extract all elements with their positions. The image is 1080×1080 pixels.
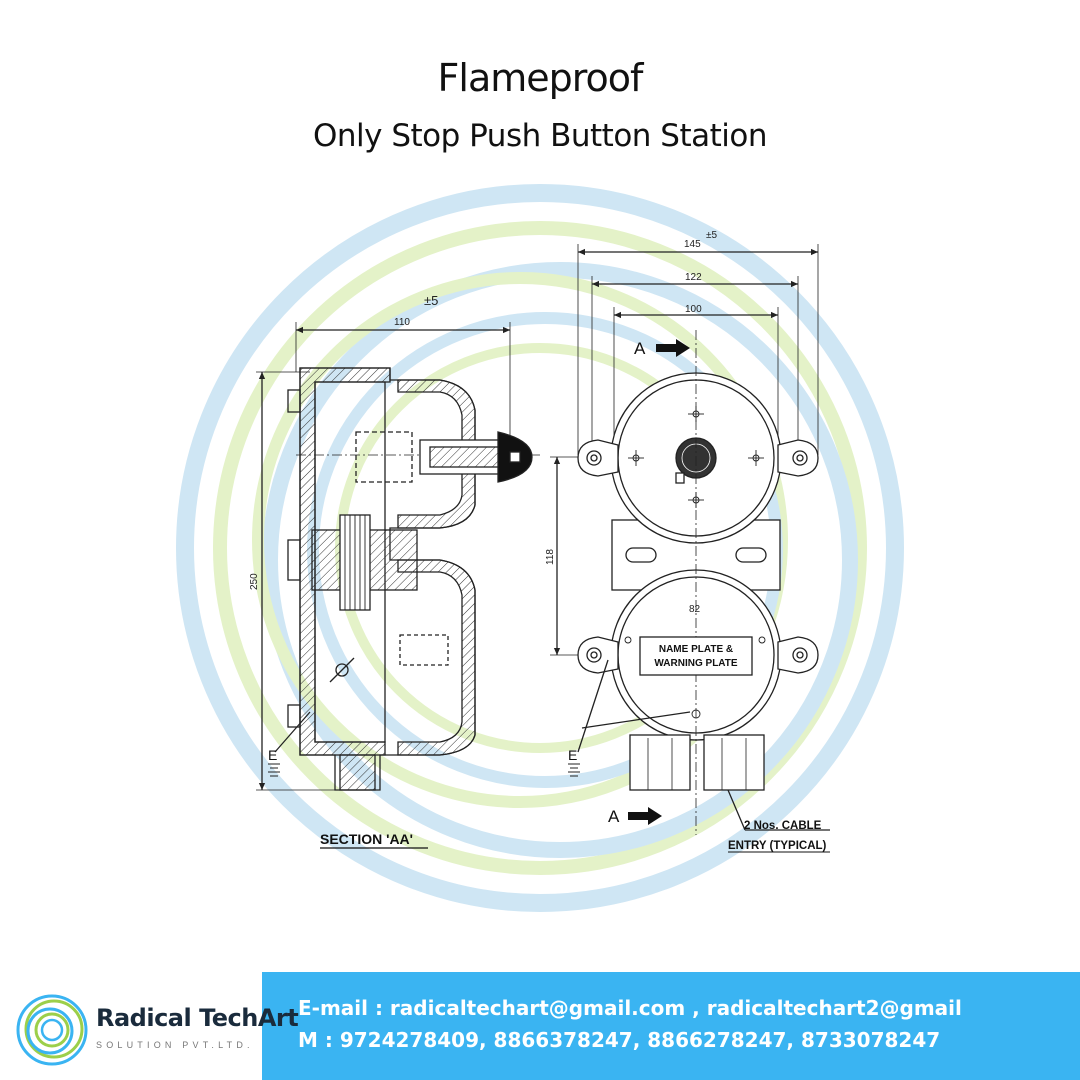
brand-tagline: SOLUTION PVT.LTD. — [96, 1040, 254, 1050]
dim-tol-side: ±5 — [424, 293, 438, 308]
dim-110: 110 — [394, 317, 410, 328]
section-arrows — [628, 339, 690, 825]
section-view — [256, 322, 540, 791]
contact-email: E-mail : radicaltechart@gmail.com , radi… — [298, 996, 962, 1020]
dim-122: 122 — [685, 272, 702, 283]
watermark-rings — [176, 184, 904, 912]
contact-mobile: M : 9724278409, 8866378247, 8866278247, … — [298, 1028, 941, 1052]
brand-name: Radical TechArt — [96, 1004, 299, 1032]
contact-bar — [262, 972, 1080, 1080]
name-plate-line2: WARNING PLATE — [654, 658, 737, 669]
dim-100: 100 — [685, 304, 702, 315]
earth-label-left: E — [268, 747, 277, 763]
front-view — [550, 244, 830, 835]
earth-symbol-right — [568, 763, 580, 777]
dim-tol-front: ±5 — [706, 230, 717, 241]
dim-118: 118 — [545, 549, 556, 565]
page-subtitle: Only Stop Push Button Station — [312, 118, 768, 154]
dim-145: 145 — [684, 239, 701, 250]
earth-label-right: E — [568, 747, 577, 763]
page-title: Flameproof — [437, 56, 644, 100]
earth-symbol-left — [268, 763, 280, 777]
section-marker-bottom: A — [608, 807, 620, 826]
cable-entry-line2: ENTRY (TYPICAL) — [728, 840, 827, 852]
name-plate-line1: NAME PLATE & — [659, 644, 733, 655]
brand-logo-icon — [16, 994, 88, 1066]
section-title: SECTION 'AA' — [320, 831, 413, 847]
technical-drawing: ±5 145 122 100 118 82 ±5 110 250 A A E E… — [176, 184, 904, 912]
section-marker-top: A — [634, 339, 646, 358]
dim-82: 82 — [689, 604, 701, 615]
dim-250: 250 — [249, 573, 260, 590]
cable-entry-line1: 2 Nos. CABLE — [744, 820, 822, 832]
